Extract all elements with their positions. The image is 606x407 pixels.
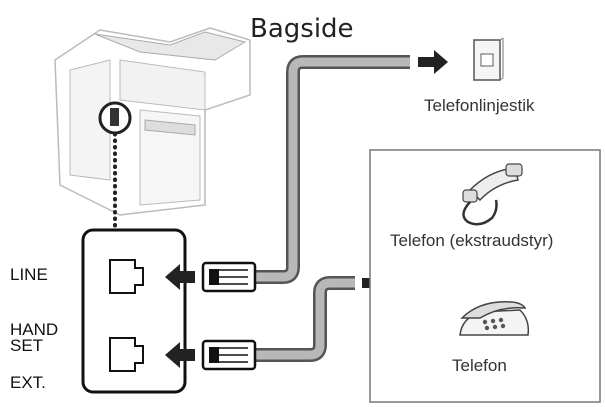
ext-cable-outline (255, 276, 355, 362)
rear-side-title: Bagside (250, 14, 354, 44)
handset-phone-icon (462, 163, 523, 226)
wall-jack-label: Telefonlinjestik (424, 96, 535, 115)
external-phone-label: Telefon (ekstraudstyr) (390, 231, 554, 250)
line-plug (201, 261, 257, 293)
arrow-into-line-port (165, 264, 195, 290)
arrow-into-ext-port (165, 342, 195, 368)
line-cable (255, 57, 410, 282)
ext-plug (201, 339, 257, 371)
rear-port-highlight (98, 101, 132, 135)
port-panel (81, 228, 187, 394)
line-port-label: LINE (10, 265, 48, 284)
ext-port (109, 337, 144, 372)
desk-phone-icon (459, 301, 530, 336)
ext-cable (255, 278, 355, 360)
arrow-to-wall-jack (418, 50, 448, 74)
wall-jack-icon (473, 37, 504, 81)
line-port (109, 259, 144, 294)
printer-illustration (54, 27, 251, 216)
ext-port-label: EXT. (10, 373, 46, 392)
telephone-label: Telefon (452, 356, 507, 375)
handset-port-label: HAND SET (10, 320, 59, 355)
